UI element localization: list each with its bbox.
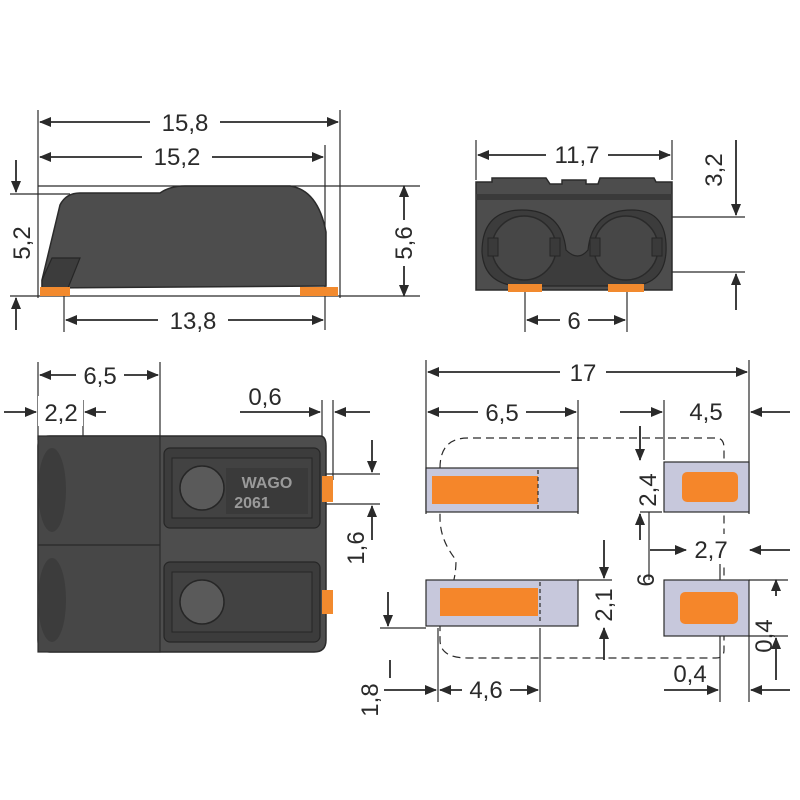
front-port-right <box>593 215 659 281</box>
top-part-number: 2061 <box>234 495 270 512</box>
dim-fp-right-corner: 0,4 <box>751 619 778 652</box>
footprint-pad-upper-right-contact <box>682 472 738 502</box>
side-housing <box>41 185 327 289</box>
side-contact-right <box>300 287 338 296</box>
dim-side-height-left: 5,2 <box>9 226 36 259</box>
front-port-left <box>491 215 557 281</box>
side-view: 15,8 15,2 13,8 5,2 5,6 <box>9 106 420 335</box>
footprint-view: 17 6,5 4,5 2,4 2,7 6 2,1 0,4 1,8 <box>357 356 790 717</box>
dim-fp-left-pad-width: 6,5 <box>485 400 518 427</box>
dim-top-pin-offset: 1,6 <box>343 531 370 564</box>
dim-fp-left-inner: 4,6 <box>469 677 502 704</box>
dim-fp-left-offset: 1,8 <box>357 683 384 716</box>
front-contact-right <box>608 284 644 292</box>
dim-fp-right-corner-offset: 0,4 <box>673 661 706 688</box>
dim-fp-left-pad-height: 2,1 <box>591 588 618 621</box>
dim-front-width: 11,7 <box>555 142 600 169</box>
dim-fp-right-spacing: 2,7 <box>694 537 727 564</box>
dim-side-housing: 15,2 <box>154 144 201 171</box>
top-pin-upper <box>322 476 333 502</box>
dim-side-height-right: 5,6 <box>391 226 418 259</box>
side-contact-left <box>40 287 70 296</box>
top-logo-plate <box>226 468 308 514</box>
dim-fp-right-pad-height: 2,4 <box>635 473 662 506</box>
dim-top-front-offset: 2,2 <box>44 400 77 427</box>
top-logo-text: WAGO <box>242 475 293 492</box>
dim-top-pin-width: 0,6 <box>248 384 281 411</box>
dim-side-pad-length: 13,8 <box>170 308 217 335</box>
footprint-pad-lower-left-contact <box>440 588 538 616</box>
footprint-pad-upper-left-contact <box>432 476 538 504</box>
front-contact-left <box>508 284 542 292</box>
dim-fp-total-width: 17 <box>570 360 597 387</box>
dim-fp-vertical-pitch: 6 <box>633 573 660 586</box>
dim-side-overall: 15,8 <box>162 110 209 137</box>
dim-fp-right-pad-width: 4,5 <box>689 399 722 426</box>
top-pin-lower <box>322 590 333 614</box>
front-view: 11,7 3,2 6 <box>475 138 745 335</box>
dim-front-top-offset: 3,2 <box>701 153 728 186</box>
footprint-pad-lower-right-contact <box>680 592 738 624</box>
top-view: WAGO 2061 6,5 2,2 0,6 1,6 <box>4 358 380 653</box>
dim-front-pitch: 6 <box>567 308 580 335</box>
dim-top-body-length: 6,5 <box>83 363 116 390</box>
